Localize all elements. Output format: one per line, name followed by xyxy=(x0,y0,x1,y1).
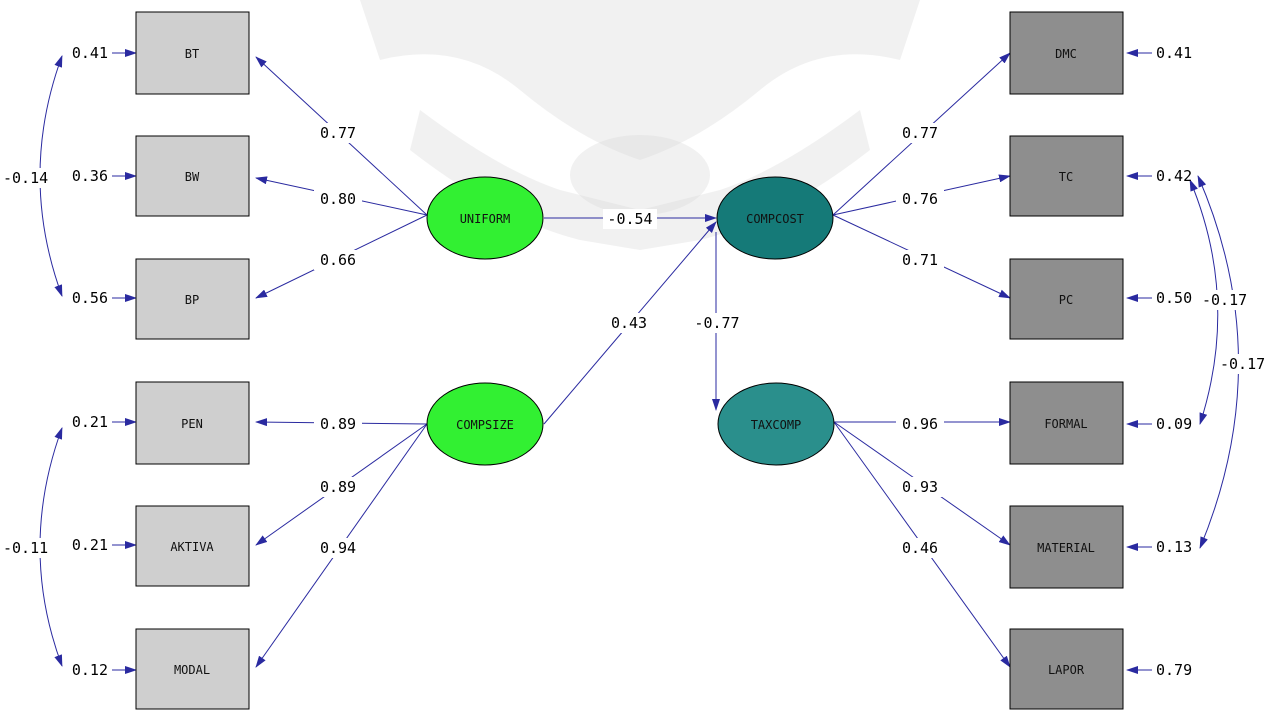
loading-label-bp: 0.66 xyxy=(320,251,356,269)
box-label-bw: BW xyxy=(185,170,200,184)
error-label-pen: 0.21 xyxy=(72,413,108,431)
latent-label-compcost: COMPCOST xyxy=(746,212,804,226)
error-label-modal: 0.12 xyxy=(72,661,108,679)
box-label-dmc: DMC xyxy=(1055,47,1077,61)
loading-label-material: 0.93 xyxy=(902,478,938,496)
error-arrows-right xyxy=(1126,49,1152,674)
box-formal[interactable] xyxy=(1009,381,1124,465)
error-label-aktiva: 0.21 xyxy=(72,536,108,554)
latent-taxcomp[interactable] xyxy=(717,382,835,466)
box-label-aktiva: AKTIVA xyxy=(170,540,214,554)
box-aktiva[interactable] xyxy=(135,505,250,587)
box-modal[interactable] xyxy=(135,628,250,710)
loading-label-dmc: 0.77 xyxy=(902,124,938,142)
loading-label-pc: 0.71 xyxy=(902,251,938,269)
error-labels-right: 0.41 0.42 0.50 0.09 0.13 0.79 xyxy=(1156,44,1192,679)
box-label-formal: FORMAL xyxy=(1044,417,1087,431)
covariance-labels: -0.14 -0.11 -0.17 -0.17 xyxy=(2,168,1274,558)
observed-right: DMC TC PC FORMAL MATERIAL LAPOR xyxy=(1009,11,1124,710)
latent-uniform[interactable] xyxy=(426,176,544,260)
box-material[interactable] xyxy=(1009,505,1124,589)
error-label-formal: 0.09 xyxy=(1156,415,1192,433)
error-arrows-left xyxy=(112,49,137,674)
latent-compcost[interactable] xyxy=(716,176,834,260)
error-label-bp: 0.56 xyxy=(72,289,108,307)
path-label-compsize-compcost: 0.43 xyxy=(611,314,647,332)
error-label-lapor: 0.79 xyxy=(1156,661,1192,679)
box-pen[interactable] xyxy=(135,381,250,465)
box-bw[interactable] xyxy=(135,135,250,217)
loading-label-formal: 0.96 xyxy=(902,415,938,433)
box-label-lapor: LAPOR xyxy=(1048,663,1085,677)
cov-label-bt-bp: -0.14 xyxy=(3,169,48,187)
loading-label-tc: 0.76 xyxy=(902,190,938,208)
error-label-bw: 0.36 xyxy=(72,167,108,185)
latent-variables: UNIFORM COMPSIZE COMPCOST TAXCOMP xyxy=(426,176,835,466)
latent-compsize[interactable] xyxy=(426,382,544,466)
box-label-material: MATERIAL xyxy=(1037,541,1095,555)
box-label-tc: TC xyxy=(1059,170,1073,184)
loading-label-pen: 0.89 xyxy=(320,415,356,433)
latent-label-compsize: COMPSIZE xyxy=(456,418,514,432)
error-label-pc: 0.50 xyxy=(1156,289,1192,307)
error-labels-left: 0.41 0.36 0.56 0.21 0.21 0.12 xyxy=(72,44,108,679)
error-label-tc: 0.42 xyxy=(1156,167,1192,185)
loading-label-bw: 0.80 xyxy=(320,190,356,208)
latent-label-taxcomp: TAXCOMP xyxy=(751,418,802,432)
structural-labels: -0.54 0.43 -0.77 xyxy=(603,209,745,333)
cov-label-tc-material: -0.17 xyxy=(1220,355,1265,373)
loading-label-modal: 0.94 xyxy=(320,539,356,557)
error-label-dmc: 0.41 xyxy=(1156,44,1192,62)
box-label-bp: BP xyxy=(185,293,199,307)
cov-label-tc-formal: -0.17 xyxy=(1202,291,1247,309)
box-label-pc: PC xyxy=(1059,293,1073,307)
box-pc[interactable] xyxy=(1009,258,1124,340)
box-lapor[interactable] xyxy=(1009,628,1124,710)
loading-label-aktiva: 0.89 xyxy=(320,478,356,496)
path-label-uniform-compcost: -0.54 xyxy=(607,210,652,228)
box-label-modal: MODAL xyxy=(174,663,210,677)
error-label-bt: 0.41 xyxy=(72,44,108,62)
error-label-material: 0.13 xyxy=(1156,538,1192,556)
box-bt[interactable] xyxy=(135,11,250,95)
loading-labels: 0.77 0.80 0.66 0.89 0.89 0.94 0.77 0.76 … xyxy=(314,123,944,558)
loading-label-bt: 0.77 xyxy=(320,124,356,142)
cov-label-pen-modal: -0.11 xyxy=(3,539,48,557)
box-label-pen: PEN xyxy=(181,417,203,431)
box-tc[interactable] xyxy=(1009,135,1124,217)
box-dmc[interactable] xyxy=(1009,11,1124,95)
loading-label-lapor: 0.46 xyxy=(902,539,938,557)
latent-label-uniform: UNIFORM xyxy=(460,212,511,226)
box-bp[interactable] xyxy=(135,258,250,340)
observed-left: BT BW BP PEN AKTIVA MODAL xyxy=(135,11,250,710)
box-label-bt: BT xyxy=(185,47,199,61)
path-label-compcost-taxcomp: -0.77 xyxy=(694,314,739,332)
